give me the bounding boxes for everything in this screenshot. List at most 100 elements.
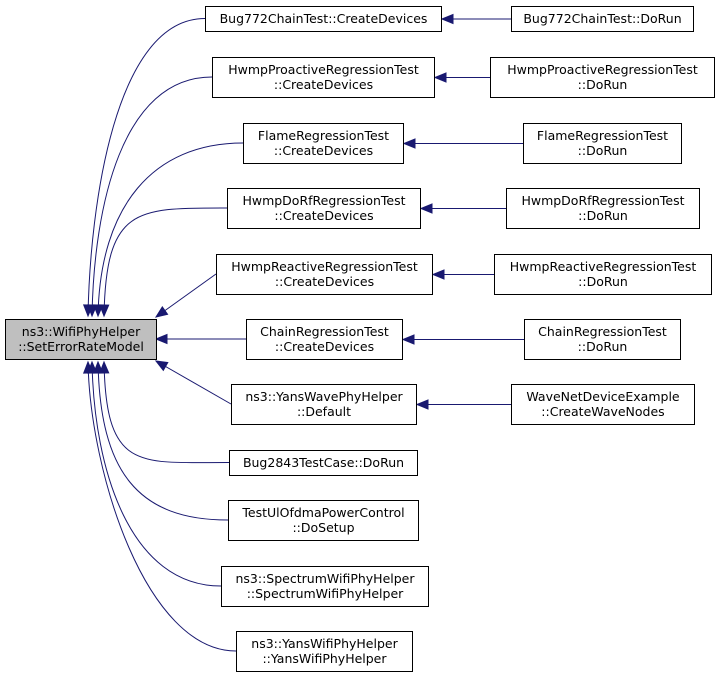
edge-arrowhead (98, 304, 110, 318)
edge-yanswave-default-to-root (154, 360, 232, 405)
node-label-line: Bug772ChainTest::CreateDevices (220, 11, 428, 26)
node-box (216, 254, 433, 295)
node-label-line: ::CreateWaveNodes (541, 404, 664, 419)
node-box (490, 57, 715, 98)
edge-yanswifi-ctor-to-root (82, 360, 237, 652)
node-box (243, 123, 404, 164)
node-label-line: Bug772ChainTest::DoRun (523, 11, 681, 26)
node-box (236, 631, 413, 672)
node-label-line: ::SpectrumWifiPhyHelper (247, 586, 404, 601)
edge-line (103, 207, 228, 317)
node-hwmp-proactive-create[interactable]: HwmpProactiveRegressionTest::CreateDevic… (212, 57, 435, 98)
node-label-line: TestUlOfdmaPowerControl (241, 505, 404, 520)
edge-ulofdma-setup-to-root (92, 360, 229, 521)
edge-line (97, 361, 229, 521)
edge-line (87, 361, 237, 652)
node-hwmp-dorf-create[interactable]: HwmpDoRfRegressionTest::CreateDevices (227, 188, 421, 229)
node-label-line: ::Default (297, 404, 351, 419)
edge-line (91, 361, 222, 587)
edge-line (155, 273, 217, 318)
node-spectrum-ctor[interactable]: ns3::SpectrumWifiPhyHelper::SpectrumWifi… (221, 566, 429, 607)
node-wave-create-nodes[interactable]: WaveNetDeviceExample::CreateWaveNodes (511, 384, 695, 425)
node-label-line: HwmpDoRfRegressionTest (521, 193, 684, 208)
node-label-line: ::CreateDevices (274, 143, 373, 158)
edge-line (87, 18, 206, 317)
node-bug772-dorun[interactable]: Bug772ChainTest::DoRun (511, 6, 694, 32)
node-chain-create[interactable]: ChainRegressionTest::CreateDevices (246, 319, 403, 360)
node-box (228, 500, 419, 541)
node-box (205, 6, 442, 32)
edge-chain-create-to-root (154, 333, 246, 345)
node-hwmp-proactive-dorun[interactable]: HwmpProactiveRegressionTest::DoRun (490, 57, 715, 98)
node-chain-dorun[interactable]: ChainRegressionTest::DoRun (524, 319, 681, 360)
node-label-line: FlameRegressionTest (537, 128, 668, 143)
node-box (212, 57, 435, 98)
node-box (511, 384, 695, 425)
node-label-line: HwmpDoRfRegressionTest (242, 193, 405, 208)
node-label-line: ChainRegressionTest (538, 324, 667, 339)
edge-arrowhead (440, 13, 454, 25)
node-label-line: ::CreateDevices (274, 77, 373, 92)
node-label-line: ChainRegressionTest (260, 324, 389, 339)
node-root[interactable]: ns3::WifiPhyHelper::SetErrorRateModel (5, 319, 157, 360)
node-yanswave-default[interactable]: ns3::YansWavePhyHelper::Default (231, 384, 417, 425)
node-flame-create[interactable]: FlameRegressionTest::CreateDevices (243, 123, 404, 164)
edge-wave-create-nodes-to-yanswave-default (415, 399, 511, 410)
edges-layer (82, 13, 524, 652)
edge-arrowhead (431, 269, 445, 280)
node-hwmp-reactive-create[interactable]: HwmpReactiveRegressionTest::CreateDevice… (216, 254, 433, 295)
edge-arrowhead (419, 203, 433, 214)
node-label-line: ::CreateDevices (274, 208, 373, 223)
node-box (227, 188, 421, 229)
edge-hwmp-proactive-dorun-to-hwmp-proactive-create (433, 72, 490, 83)
node-label-line: ns3::WifiPhyHelper (22, 324, 141, 339)
node-box (5, 319, 157, 360)
node-label-line: ::DoSetup (292, 520, 354, 535)
edge-hwmp-dorf-create-to-root (98, 207, 228, 318)
node-bug2843-dorun[interactable]: Bug2843TestCase::DoRun (229, 450, 418, 476)
node-box (523, 123, 682, 164)
node-label-line: ::DoRun (578, 208, 628, 223)
edge-bug2843-dorun-to-root (98, 360, 230, 464)
edge-hwmp-dorf-dorun-to-hwmp-dorf-create (419, 203, 506, 214)
node-label-line: HwmpProactiveRegressionTest (507, 62, 698, 77)
node-ulofdma-setup[interactable]: TestUlOfdmaPowerControl::DoSetup (228, 500, 419, 541)
node-hwmp-dorf-dorun[interactable]: HwmpDoRfRegressionTest::DoRun (506, 188, 700, 229)
node-box (221, 566, 429, 607)
edge-arrowhead (401, 334, 415, 345)
node-label-line: ::SetErrorRateModel (18, 339, 144, 354)
node-hwmp-reactive-dorun[interactable]: HwmpReactiveRegressionTest::DoRun (494, 254, 712, 295)
edge-line (103, 361, 230, 464)
edge-arrowhead (415, 399, 429, 410)
edge-line (91, 76, 213, 317)
edge-bug772-dorun-to-bug772-create (440, 13, 511, 25)
edge-hwmp-reactive-dorun-to-hwmp-reactive-create (431, 269, 494, 280)
node-box (494, 254, 712, 295)
node-label-line: ::DoRun (578, 77, 628, 92)
node-label-line: ::DoRun (578, 274, 628, 289)
node-yanswifi-ctor[interactable]: ns3::YansWifiPhyHelper::YansWifiPhyHelpe… (236, 631, 413, 672)
node-label-line: ::DoRun (578, 143, 628, 158)
node-label-line: ns3::YansWifiPhyHelper (251, 636, 398, 651)
edge-flame-dorun-to-flame-create (402, 138, 523, 149)
node-label-line: HwmpReactiveRegressionTest (510, 259, 697, 274)
node-box (511, 6, 694, 32)
node-label-line: ::CreateDevices (275, 339, 374, 354)
edge-arrowhead (402, 138, 416, 149)
node-label-line: ::DoRun (578, 339, 628, 354)
node-bug772-create[interactable]: Bug772ChainTest::CreateDevices (205, 6, 442, 32)
node-label-line: WaveNetDeviceExample (526, 389, 680, 404)
node-label-line: ns3::SpectrumWifiPhyHelper (236, 571, 416, 586)
edge-spectrum-ctor-to-root (86, 360, 222, 587)
edge-hwmp-reactive-create-to-root (154, 273, 217, 318)
edge-arrowhead (154, 360, 169, 372)
edge-arrowhead (154, 306, 169, 318)
node-flame-dorun[interactable]: FlameRegressionTest::DoRun (523, 123, 682, 164)
edge-chain-dorun-to-chain-create (401, 334, 524, 345)
node-box (229, 450, 418, 476)
edge-arrowhead (154, 333, 168, 345)
edge-line (155, 360, 232, 405)
nodes-layer: ns3::WifiPhyHelper::SetErrorRateModelBug… (5, 6, 715, 672)
node-label-line: ::CreateDevices (275, 274, 374, 289)
